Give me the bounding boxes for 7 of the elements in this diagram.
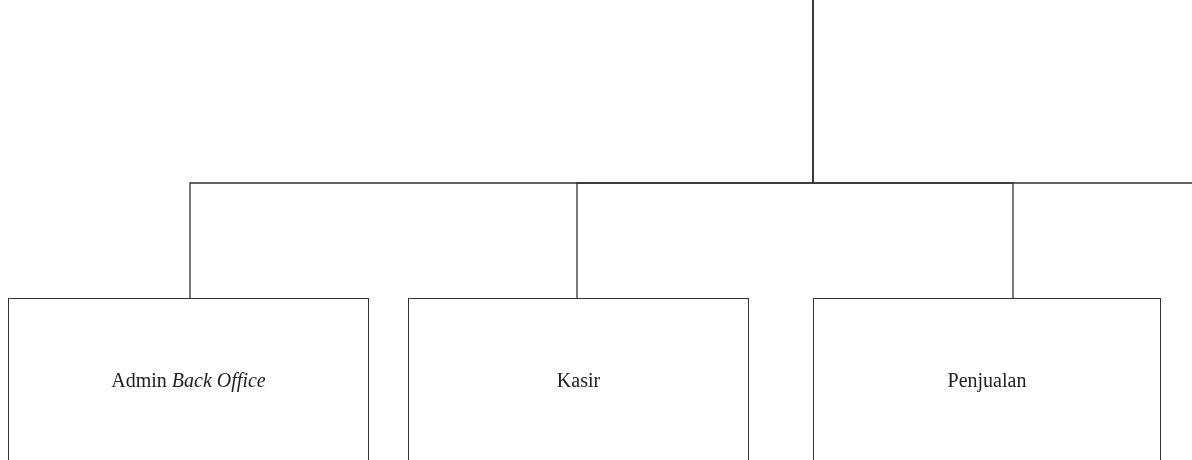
unit-label: Admin Back Office: [111, 368, 266, 392]
org-box: [8, 298, 369, 460]
unit-label: Kasir: [556, 368, 601, 392]
unit-label: Penjualan: [947, 368, 1027, 392]
connector-line: [812, 0, 1014, 299]
org-box: [408, 298, 749, 460]
org-box: [813, 298, 1161, 460]
